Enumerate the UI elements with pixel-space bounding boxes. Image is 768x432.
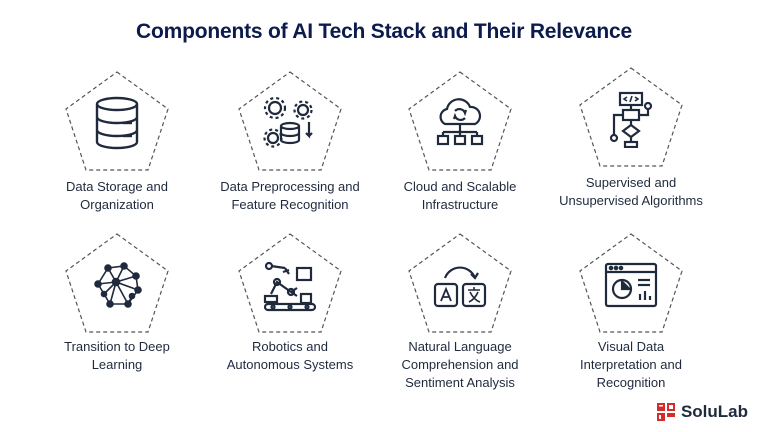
component-label: Cloud and Scalable Infrastructure [403,179,517,212]
neural-network-icon [88,256,146,314]
component-card-deep-learning: Transition to Deep Learning [27,232,207,422]
component-card-algorithms: Supervised and Unsupervised Algorithms [541,66,721,256]
component-card-cloud-infrastructure: Cloud and Scalable Infrastructure [370,70,550,260]
pentagon-frame [578,66,684,168]
cloud-network-icon [431,94,489,152]
component-card-nlp: Natural Language Comprehension and Senti… [370,232,550,422]
solulab-logo: SoluLab [655,402,748,422]
component-card-data-storage: Data Storage and Organization [27,70,207,260]
dashboard-chart-icon [602,256,660,314]
component-label: Transition to Deep Learning [64,339,170,372]
pentagon-frame [578,232,684,334]
solulab-logo-mark-icon [655,402,676,422]
component-label: Visual Data Interpretation and Recogniti… [580,339,682,390]
pentagon-frame [407,232,513,334]
flowchart-code-icon [602,90,660,149]
robotic-arm-icon [261,256,319,314]
translation-icon [431,256,489,314]
database-icon [88,94,146,152]
component-card-data-preprocessing: Data Preprocessing and Feature Recogniti… [200,70,380,260]
page-title: Components of AI Tech Stack and Their Re… [136,20,632,43]
pentagon-frame [407,70,513,172]
pentagon-frame [237,232,343,334]
component-label: Data Storage and Organization [66,179,168,212]
pentagon-frame [64,70,170,172]
logo-text: SoluLab [680,402,748,421]
component-label: Natural Language Comprehension and Senti… [401,339,519,390]
component-card-visual-data: Visual Data Interpretation and Recogniti… [541,232,721,422]
pentagon-frame [64,232,170,334]
gears-database-icon [261,94,319,152]
pentagon-frame [237,70,343,172]
component-label: Supervised and Unsupervised Algorithms [559,175,703,208]
component-card-robotics: Robotics and Autonomous Systems [200,232,380,422]
component-label: Robotics and Autonomous Systems [226,339,354,372]
component-label: Data Preprocessing and Feature Recogniti… [220,179,360,212]
